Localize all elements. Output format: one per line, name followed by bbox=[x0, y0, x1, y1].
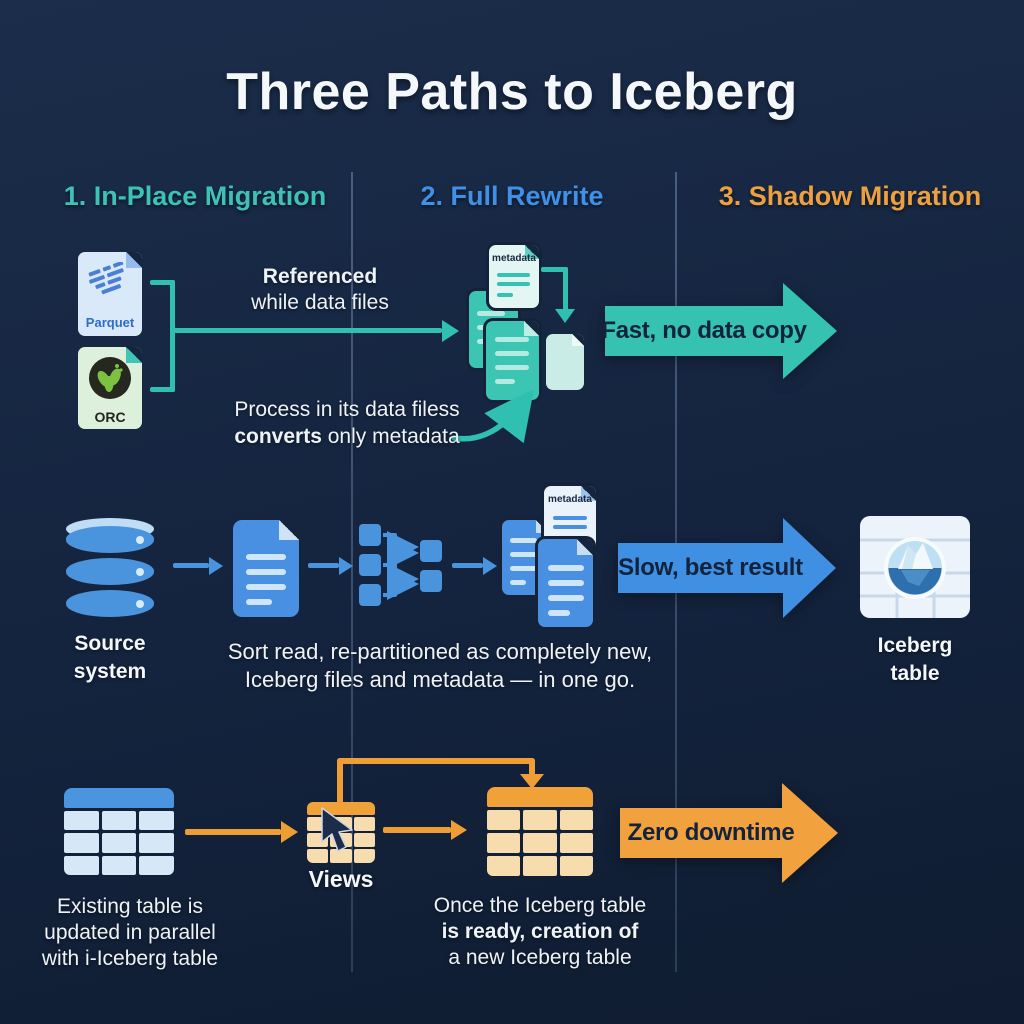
fast-arrow: Fast, no data copy bbox=[601, 283, 837, 379]
orc-file-icon: ORC bbox=[78, 347, 142, 429]
arrow-head bbox=[783, 518, 836, 618]
file-fold-corner bbox=[126, 252, 142, 268]
in-place-flow-arrow bbox=[174, 328, 442, 333]
column-header-shadow: 3. Shadow Migration bbox=[718, 181, 982, 211]
table-cells bbox=[487, 810, 593, 876]
database-band bbox=[66, 558, 154, 585]
orc-logo-icon bbox=[89, 357, 131, 399]
file-fold-corner bbox=[525, 245, 539, 259]
process-rest: only metadata bbox=[327, 425, 460, 448]
process-line2: converts only metadata bbox=[212, 423, 482, 450]
arrow-head bbox=[782, 783, 838, 883]
callout-line-bold: Referenced bbox=[262, 265, 378, 288]
views-label: Views bbox=[308, 866, 374, 892]
bracket-bottom-stub bbox=[150, 387, 175, 392]
full-rewrite-caption: Sort read, re-partitioned as completely … bbox=[200, 638, 680, 694]
source-system-label: Source system bbox=[40, 630, 180, 686]
process-bold: converts bbox=[234, 425, 322, 448]
iceberg-line2: table bbox=[890, 662, 940, 685]
curved-arrow-icon bbox=[451, 390, 535, 444]
cursor-icon bbox=[321, 807, 353, 852]
in-place-callout: Referenced while data files bbox=[195, 264, 445, 316]
page-title: Three Paths to Iceberg bbox=[226, 63, 798, 121]
process-line1: Process in its data filess bbox=[234, 398, 460, 421]
caption-line1: Sort read, re-partitioned as completely … bbox=[227, 639, 653, 664]
metadata-elbow-vertical bbox=[563, 267, 568, 311]
metadata-file-label: metadata bbox=[548, 494, 592, 505]
metadata-elbow-horizontal bbox=[541, 267, 568, 272]
file-fold-corner bbox=[581, 486, 596, 501]
bracket-top-stub bbox=[150, 280, 175, 285]
caption-line2: Iceberg files and metadata — in one go. bbox=[244, 667, 636, 692]
data-files-icon bbox=[538, 539, 593, 627]
parquet-logo-icon bbox=[88, 262, 124, 295]
callout-line-rest: while data files bbox=[251, 291, 389, 314]
flow-arrow bbox=[185, 829, 281, 835]
shadow-elbow-right bbox=[529, 758, 535, 776]
existing-line2: updated in parallel bbox=[44, 921, 216, 944]
new-iceberg-table-icon bbox=[487, 787, 593, 876]
shadow-caption-line1: Once the Iceberg table bbox=[433, 894, 647, 917]
file-fold-corner bbox=[524, 321, 539, 336]
views-table-icon bbox=[307, 802, 375, 863]
source-line2: system bbox=[73, 660, 147, 683]
arrow-head bbox=[783, 283, 837, 379]
metadata-file-icon: metadata bbox=[489, 245, 539, 308]
file-fold-corner bbox=[577, 539, 593, 555]
shadow-left-note: Existing table is updated in parallel wi… bbox=[15, 894, 245, 972]
orc-label: ORC bbox=[94, 409, 126, 425]
flow-arrow bbox=[383, 827, 451, 833]
shadow-caption-line2: is ready, creation of bbox=[441, 920, 639, 943]
database-band bbox=[66, 590, 154, 617]
document-icon bbox=[233, 520, 299, 617]
table-cells bbox=[307, 817, 375, 863]
shadow-elbow-top bbox=[337, 758, 535, 764]
source-line1: Source bbox=[74, 632, 146, 655]
parquet-file-icon: Parquet bbox=[78, 252, 142, 336]
shadow-elbow-arrowhead bbox=[520, 774, 544, 789]
file-fold-corner bbox=[279, 520, 299, 540]
database-icon bbox=[63, 516, 157, 617]
zero-downtime-arrow: Zero downtime bbox=[620, 783, 838, 883]
parquet-label: Parquet bbox=[85, 315, 135, 330]
zero-downtime-arrow-label: Zero downtime bbox=[627, 819, 795, 846]
slow-arrow: Slow, best result bbox=[618, 518, 836, 618]
source-table-icon bbox=[64, 788, 174, 875]
table-header bbox=[487, 787, 593, 807]
flow-arrow bbox=[173, 563, 209, 568]
table-cells bbox=[64, 811, 174, 875]
existing-line1: Existing table is bbox=[57, 895, 203, 918]
fast-arrow-label: Fast, no data copy bbox=[601, 317, 807, 344]
file-fold-corner bbox=[572, 334, 584, 346]
shadow-elbow-left bbox=[337, 758, 343, 804]
plain-file-icon bbox=[546, 334, 584, 390]
file-fold-corner bbox=[126, 347, 142, 363]
database-band bbox=[66, 526, 154, 553]
flow-arrow bbox=[308, 563, 339, 568]
iceberg-table-icon bbox=[860, 516, 970, 618]
partition-split-icon bbox=[359, 524, 442, 606]
bracket-vertical bbox=[170, 280, 175, 392]
data-files-icon bbox=[486, 321, 539, 400]
column-header-full-rewrite: 2. Full Rewrite bbox=[420, 181, 604, 211]
table-header bbox=[64, 788, 174, 808]
shadow-mid-note: Once the Iceberg table is ready, creatio… bbox=[400, 893, 680, 971]
iceberg-line1: Iceberg bbox=[877, 634, 953, 657]
metadata-file-label: metadata bbox=[492, 253, 536, 264]
in-place-process-note: Process in its data filess converts only… bbox=[212, 396, 482, 450]
iceberg-table-label: Iceberg table bbox=[845, 632, 985, 688]
flow-arrow bbox=[452, 563, 483, 568]
metadata-elbow-arrowhead bbox=[555, 309, 575, 323]
shadow-caption-line3: a new Iceberg table bbox=[448, 946, 632, 969]
existing-line3: with i-Iceberg table bbox=[41, 947, 219, 970]
slow-arrow-label: Slow, best result bbox=[618, 554, 803, 581]
column-header-in-place: 1. In-Place Migration bbox=[63, 181, 327, 211]
